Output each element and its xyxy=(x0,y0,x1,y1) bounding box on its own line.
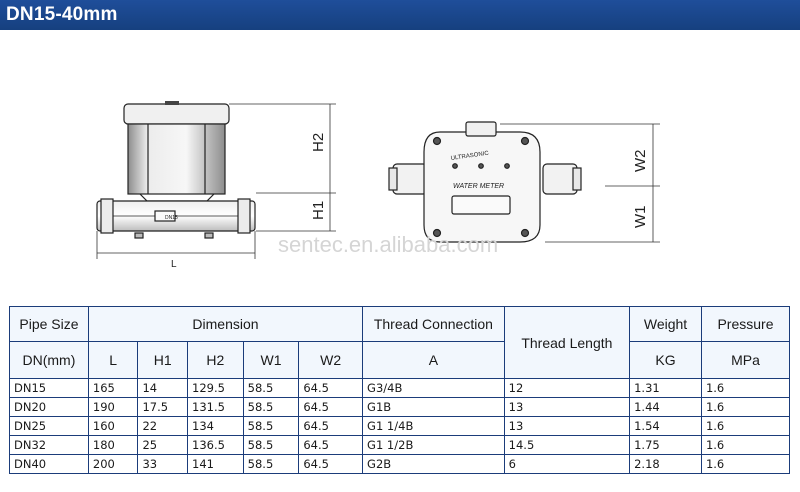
cell-w2: 64.5 xyxy=(298,454,364,474)
cell-thread-connection: G1 1/2B xyxy=(362,435,505,455)
cell-thread-connection: G2B xyxy=(362,454,505,474)
cell-h2: 134 xyxy=(187,416,244,436)
cell-w2: 64.5 xyxy=(298,397,364,417)
cell-weight: 1.75 xyxy=(629,435,702,455)
cell-pressure: 1.6 xyxy=(700,435,791,455)
cell-pressure: 1.6 xyxy=(700,378,791,398)
page-title: DN15-40mm xyxy=(6,4,118,25)
cell-w1: 58.5 xyxy=(242,416,300,436)
body-text-ultrasonic: ULTRASONIC xyxy=(450,151,489,162)
cell-thread-connection: G1B xyxy=(362,397,505,417)
body-text-water-meter: WATER METER xyxy=(453,183,504,190)
header-kg: KG xyxy=(629,341,702,379)
cell-h1: 25 xyxy=(137,435,189,455)
dim-w2-label: W2 xyxy=(632,150,649,173)
cell-weight: 1.54 xyxy=(629,416,702,436)
cell-thread-length: 6 xyxy=(503,454,631,474)
cell-dn: DN20 xyxy=(9,397,89,417)
cell-w1: 58.5 xyxy=(242,378,300,398)
title-bar: DN15-40mm xyxy=(0,0,800,30)
header-h1: H1 xyxy=(137,341,189,379)
cell-w2: 64.5 xyxy=(298,435,364,455)
spec-table: Pipe Size Dimension Thread Connection Th… xyxy=(9,306,791,474)
cell-thread-connection: G3/4B xyxy=(362,378,505,398)
side-dimension-lines xyxy=(96,103,336,259)
cell-w1: 58.5 xyxy=(242,454,300,474)
cell-dn: DN15 xyxy=(9,378,89,398)
cell-h2: 129.5 xyxy=(187,378,244,398)
header-mpa: MPa xyxy=(700,341,791,379)
cell-pressure: 1.6 xyxy=(700,397,791,417)
cell-thread-length: 14.5 xyxy=(503,435,631,455)
header-h2: H2 xyxy=(187,341,244,379)
header-a: A xyxy=(362,341,505,379)
cell-w1: 58.5 xyxy=(242,435,300,455)
header-row-2: DN(mm) L H1 H2 W1 W2 A KG MPa xyxy=(9,341,791,379)
cell-l: 160 xyxy=(87,416,139,436)
cell-w2: 64.5 xyxy=(298,416,364,436)
header-pressure: Pressure xyxy=(700,306,791,342)
cell-h1: 22 xyxy=(137,416,189,436)
cell-h1: 33 xyxy=(137,454,189,474)
cell-dn: DN32 xyxy=(9,435,89,455)
technical-drawing: DN15 H2 H1 L ULTRASONIC WATER METER xyxy=(96,101,660,270)
side-view xyxy=(96,101,256,239)
cell-w1: 58.5 xyxy=(242,397,300,417)
dim-h1-label: H1 xyxy=(310,201,327,220)
header-w1: W1 xyxy=(242,341,300,379)
dim-h2-label: H2 xyxy=(310,133,327,152)
cell-l: 190 xyxy=(87,397,139,417)
cell-thread-length: 12 xyxy=(503,378,631,398)
dim-w1-label: W1 xyxy=(632,206,649,229)
cell-thread-connection: G1 1/4B xyxy=(362,416,505,436)
cell-h1: 14 xyxy=(137,378,189,398)
cell-dn: DN40 xyxy=(9,454,89,474)
top-dimension-lines xyxy=(500,123,660,243)
header-l: L xyxy=(87,341,139,379)
header-thread-length: Thread Length xyxy=(503,306,631,379)
top-view xyxy=(388,121,582,243)
cell-weight: 1.44 xyxy=(629,397,702,417)
cell-l: 180 xyxy=(87,435,139,455)
header-row-1: Pipe Size Dimension Thread Connection Th… xyxy=(9,306,791,379)
header-dn-mm: DN(mm) xyxy=(9,341,89,379)
dim-l-label: L xyxy=(171,259,177,270)
header-weight: Weight xyxy=(629,306,702,342)
cell-weight: 2.18 xyxy=(629,454,702,474)
header-w2: W2 xyxy=(298,341,364,379)
cell-pressure: 1.6 xyxy=(700,454,791,474)
cell-pressure: 1.6 xyxy=(700,416,791,436)
header-pipe-size: Pipe Size xyxy=(9,306,89,342)
cell-l: 200 xyxy=(87,454,139,474)
flow-label: DN15 xyxy=(165,215,178,221)
cell-w2: 64.5 xyxy=(298,378,364,398)
cell-h2: 136.5 xyxy=(187,435,244,455)
cell-thread-length: 13 xyxy=(503,397,631,417)
cell-l: 165 xyxy=(87,378,139,398)
cell-h2: 141 xyxy=(187,454,244,474)
cell-weight: 1.31 xyxy=(629,378,702,398)
cell-h1: 17.5 xyxy=(137,397,189,417)
cell-dn: DN25 xyxy=(9,416,89,436)
cell-thread-length: 13 xyxy=(503,416,631,436)
cell-h2: 131.5 xyxy=(187,397,244,417)
header-thread-connection: Thread Connection xyxy=(362,306,505,342)
header-dimension: Dimension xyxy=(87,306,364,342)
watermark: sentec.en.alibaba.com xyxy=(278,232,499,257)
